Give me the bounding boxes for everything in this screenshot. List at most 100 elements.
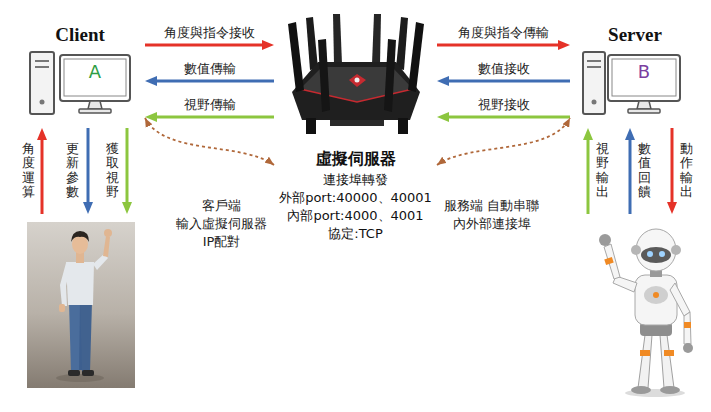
- art-shape: [637, 101, 651, 109]
- art-shape: [88, 101, 102, 109]
- process-label: 更新參數: [66, 142, 79, 199]
- art-shape: [27, 222, 135, 388]
- art-shape: [87, 128, 90, 205]
- arrow-label: 視野傳輸: [182, 96, 238, 113]
- art-shape: [640, 350, 650, 356]
- art-shape: [641, 247, 671, 263]
- screen-letter: B: [608, 61, 680, 83]
- flow-arrow: [446, 116, 570, 119]
- art-shape: [82, 370, 94, 376]
- robot-picture: [599, 229, 693, 397]
- art-shape: [59, 304, 65, 312]
- art-shape: [60, 55, 130, 101]
- client-node: ClientA: [15, 22, 145, 122]
- art-shape: [30, 52, 54, 114]
- flow-arrow: [145, 44, 265, 47]
- art-shape: [396, 17, 408, 70]
- art-shape: [80, 302, 92, 372]
- art-shape: [318, 39, 330, 112]
- art-shape: [349, 74, 366, 87]
- link-label: 服務端 自動串聯 內外部連接埠: [437, 197, 546, 233]
- art-shape: [35, 60, 49, 62]
- client-computer: [30, 52, 130, 114]
- art-shape: [333, 14, 342, 64]
- link-label: 客戶端 輸入虛擬伺服器 IP配對: [167, 197, 276, 251]
- art-shape: [684, 312, 691, 344]
- art-shape: [288, 22, 304, 92]
- art-shape: [372, 14, 381, 64]
- art-shape: [671, 128, 674, 205]
- art-shape: [671, 245, 681, 255]
- art-shape: [35, 66, 49, 68]
- art-shape: [647, 251, 653, 257]
- art-shape: [635, 275, 677, 325]
- art-shape: [653, 292, 659, 298]
- arrow-label: 數值傳輸: [182, 60, 238, 77]
- art-shape: [56, 374, 104, 382]
- art-shape: [66, 262, 94, 305]
- arrow-label: 角度與指令接收: [162, 24, 257, 41]
- art-shape: [103, 236, 110, 257]
- art-shape: [587, 66, 601, 68]
- screen-letter: A: [60, 61, 130, 83]
- art-shape: [660, 335, 674, 388]
- port-info: 內部port:4000、4001: [287, 207, 423, 225]
- art-shape: [670, 283, 690, 316]
- server-computer: [583, 52, 680, 114]
- art-shape: [69, 302, 80, 372]
- flow-arrow: [154, 116, 274, 119]
- art-shape: [587, 60, 601, 62]
- art-shape: [398, 118, 408, 134]
- port-info: 外部port:40000、40001: [279, 189, 432, 207]
- art-shape: [306, 118, 316, 134]
- art-shape: [587, 137, 590, 214]
- art-shape: [664, 350, 674, 356]
- process-label: 角度運算: [22, 142, 35, 199]
- process-label: 數值回饋: [638, 142, 651, 199]
- art-shape: [660, 386, 680, 394]
- art-shape: [608, 55, 680, 101]
- virtual-server-node: 虛擬伺服器連接埠轉發外部port:40000、40001內部port:4000、…: [274, 8, 437, 249]
- arrow-label: 角度與指令傳輸: [456, 24, 551, 41]
- art-shape: [604, 244, 620, 279]
- port-info: 協定:TCP: [328, 225, 382, 243]
- art-shape: [300, 89, 413, 102]
- device-title: Client: [15, 24, 145, 46]
- avatar-picture: [27, 222, 135, 388]
- art-shape: [306, 17, 318, 70]
- flow-arrow: [446, 80, 570, 83]
- flow-arrow: [437, 44, 561, 47]
- link-curve: [145, 118, 274, 165]
- art-shape: [583, 52, 605, 114]
- server-node: ServerB: [570, 22, 700, 122]
- art-shape: [638, 335, 652, 388]
- art-shape: [631, 245, 641, 255]
- process-label: 視野輸出: [596, 142, 609, 199]
- art-shape: [41, 137, 44, 214]
- flow-arrow: [154, 80, 274, 83]
- art-shape: [684, 322, 691, 328]
- device-title: Server: [570, 24, 700, 46]
- art-shape: [683, 343, 693, 353]
- process-label: 動作輸出: [680, 142, 693, 199]
- art-shape: [330, 120, 384, 126]
- port-info: 連接埠轉發: [323, 171, 388, 189]
- art-shape: [629, 137, 632, 214]
- art-shape: [604, 257, 613, 265]
- art-shape: [40, 100, 45, 105]
- art-shape: [408, 22, 424, 92]
- art-shape: [631, 386, 651, 394]
- art-shape: [659, 251, 665, 257]
- art-shape: [636, 229, 676, 271]
- art-shape: [592, 100, 597, 105]
- art-shape: [355, 78, 360, 83]
- text-block: 虛擬伺服器連接埠轉發外部port:40000、40001內部port:4000、…: [274, 148, 437, 243]
- link-curve: [437, 118, 570, 165]
- art-shape: [300, 67, 413, 102]
- art-shape: [104, 229, 112, 237]
- client-vertical-arrows: [42, 128, 127, 214]
- arrow-label: 視野接收: [476, 96, 532, 113]
- server-heading: 虛擬伺服器: [316, 148, 396, 169]
